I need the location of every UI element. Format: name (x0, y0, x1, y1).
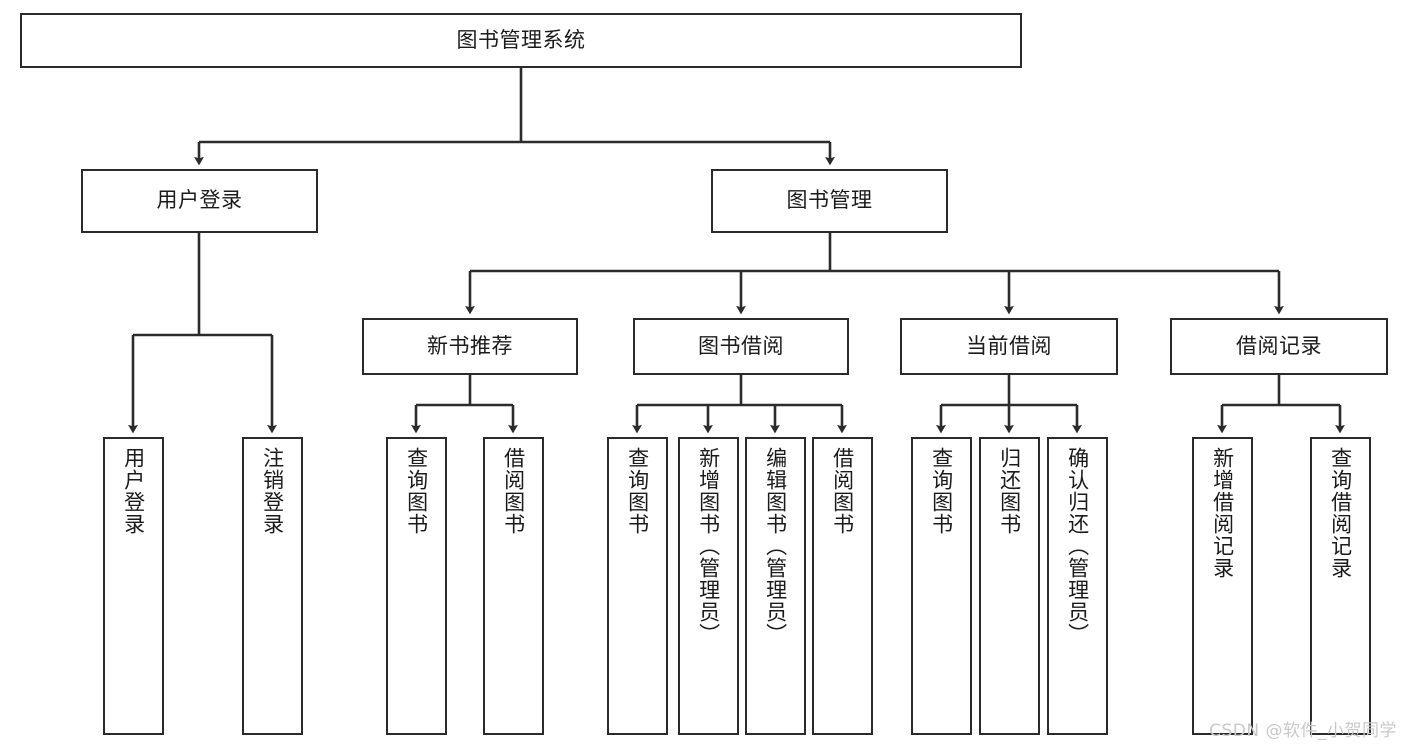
node-label: 借阅记录 (1236, 333, 1322, 358)
node-leaf-query-book-current[interactable]: 查询图书 (911, 437, 972, 735)
node-label: 新增借阅记录 (1210, 447, 1235, 579)
node-label: 借阅图书 (830, 447, 855, 535)
node-leaf-query-book-newbook[interactable]: 查询图书 (386, 437, 447, 735)
connector-newbook-to-leaves (411, 375, 518, 434)
node-label: 用户登录 (121, 447, 146, 535)
connector-root-to-level2 (194, 68, 835, 166)
node-label: 图书管理 (786, 188, 873, 213)
node-label: 查询借阅记录 (1328, 447, 1353, 579)
node-label: 注销登录 (260, 447, 285, 535)
connector-bookmgmt-to-level3 (465, 233, 1284, 315)
node-leaf-user-login[interactable]: 用户登录 (103, 437, 164, 735)
node-leaf-confirm-return-admin[interactable]: 确认归还（管理员） (1047, 437, 1108, 735)
node-current-borrow[interactable]: 当前借阅 (900, 318, 1118, 375)
node-leaf-borrow-book[interactable]: 借阅图书 (812, 437, 873, 735)
node-label: 编辑图书（管理员） (763, 447, 788, 645)
node-label: 图书借阅 (698, 333, 784, 358)
node-leaf-edit-book-admin[interactable]: 编辑图书（管理员） (745, 437, 806, 735)
connector-currentborrow-to-leaves (936, 375, 1082, 434)
node-leaf-add-borrow-record[interactable]: 新增借阅记录 (1192, 437, 1253, 735)
node-label: 查询图书 (929, 447, 954, 535)
node-label: 新增图书（管理员） (696, 447, 721, 645)
node-leaf-borrow-book-newbook[interactable]: 借阅图书 (483, 437, 544, 735)
node-book-management[interactable]: 图书管理 (711, 169, 948, 233)
node-borrow-record[interactable]: 借阅记录 (1170, 318, 1388, 375)
node-user-login[interactable]: 用户登录 (81, 169, 318, 233)
node-leaf-return-book[interactable]: 归还图书 (979, 437, 1040, 735)
node-label: 查询图书 (625, 447, 650, 535)
node-leaf-query-book-borrow[interactable]: 查询图书 (607, 437, 668, 735)
connector-borrowrecord-to-leaves (1217, 375, 1345, 434)
node-label: 图书管理系统 (456, 27, 586, 52)
connector-bookborrow-to-leaves (632, 375, 847, 434)
node-label: 借阅图书 (501, 447, 526, 535)
node-label: 当前借阅 (966, 333, 1052, 358)
node-new-book-recommend[interactable]: 新书推荐 (362, 318, 578, 375)
node-leaf-add-book-admin[interactable]: 新增图书（管理员） (678, 437, 739, 735)
node-label: 用户登录 (156, 188, 243, 213)
node-leaf-logout[interactable]: 注销登录 (242, 437, 303, 735)
node-leaf-query-borrow-record[interactable]: 查询借阅记录 (1310, 437, 1371, 735)
node-label: 新书推荐 (427, 333, 513, 358)
node-book-borrow[interactable]: 图书借阅 (633, 318, 849, 375)
connector-userlogin-to-leaves (128, 233, 277, 434)
node-root-book-management-system[interactable]: 图书管理系统 (20, 13, 1022, 68)
node-label: 确认归还（管理员） (1065, 447, 1090, 645)
node-label: 归还图书 (997, 447, 1022, 535)
node-label: 查询图书 (404, 447, 429, 535)
